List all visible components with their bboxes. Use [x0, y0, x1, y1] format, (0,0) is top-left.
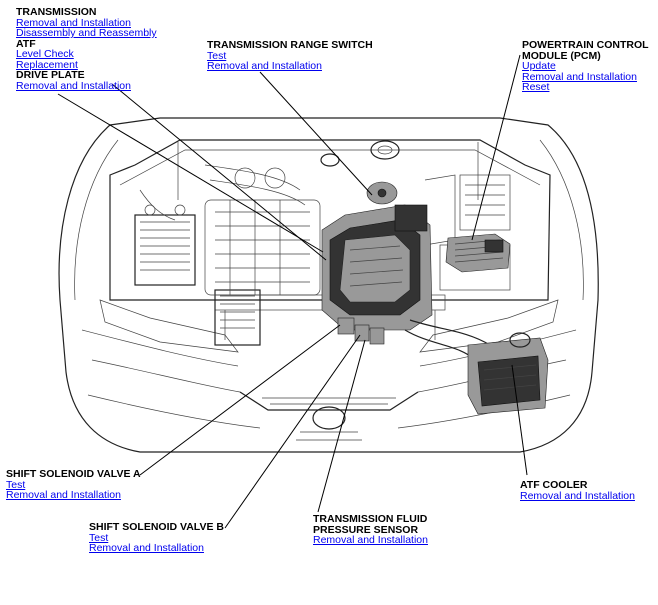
transmission-assembly [321, 181, 491, 361]
solenoid-b-test-link[interactable]: Test [89, 531, 109, 544]
atf-replacement-link[interactable]: Replacement [16, 58, 78, 71]
drive-plate-title: DRIVE PLATE [16, 69, 85, 81]
label-atf-cooler-group: ATF COOLER Removal and Installation [520, 480, 635, 501]
fluid-sensor-title-line1: TRANSMISSION FLUID [313, 513, 428, 525]
label-solenoid-a-group: SHIFT SOLENOID VALVE A Test Removal and … [6, 469, 141, 501]
atf-title: ATF [16, 37, 36, 50]
pcm-update-link[interactable]: Update [522, 60, 556, 72]
transmission-disassembly-link[interactable]: Disassembly and Reassembly [16, 27, 157, 39]
solenoid-b-title: SHIFT SOLENOID VALVE B [89, 521, 224, 533]
drive-plate-removal-link[interactable]: Removal and Installation [16, 79, 131, 92]
engine-bay-inner [109, 139, 551, 346]
pcm-removal-link[interactable]: Removal and Installation [522, 70, 637, 83]
atf-cooler-title: ATF COOLER [520, 479, 588, 491]
fluid-sensor-removal-link[interactable]: Removal and Installation [313, 534, 428, 546]
pcm-reset-link[interactable]: Reset [522, 81, 550, 93]
range-switch-removal-link[interactable]: Removal and Installation [207, 60, 322, 72]
label-transmission-group: TRANSMISSION Removal and Installation Di… [16, 7, 157, 91]
solenoid-a-removal-link[interactable]: Removal and Installation [6, 489, 121, 501]
solenoid-a-title: SHIFT SOLENOID VALVE A [6, 468, 141, 480]
solenoid-a-test-link[interactable]: Test [6, 478, 26, 491]
atf-level-check-link[interactable]: Level Check [16, 48, 74, 60]
pcm-title-line1: POWERTRAIN CONTROL [522, 39, 649, 51]
label-fluid-sensor-group: TRANSMISSION FLUID PRESSURE SENSOR Remov… [313, 514, 428, 546]
label-range-switch-group: TRANSMISSION RANGE SWITCH Test Removal a… [207, 40, 373, 72]
fluid-sensor-title-line2: PRESSURE SENSOR [313, 523, 419, 536]
transmission-title: TRANSMISSION [16, 6, 97, 18]
atf-cooler-drawing [467, 332, 549, 415]
atf-cooler-removal-link[interactable]: Removal and Installation [520, 489, 635, 502]
solenoid-b-removal-link[interactable]: Removal and Installation [89, 542, 204, 554]
label-solenoid-b-group: SHIFT SOLENOID VALVE B Test Removal and … [89, 522, 224, 554]
label-pcm-group: POWERTRAIN CONTROL MODULE (PCM) Update R… [522, 40, 649, 93]
pcm-title-line2: MODULE (PCM) [522, 49, 601, 62]
leader-lines [57, 54, 528, 529]
range-switch-title: TRANSMISSION RANGE SWITCH [207, 39, 373, 51]
range-switch-test-link[interactable]: Test [207, 49, 227, 62]
transmission-removal-link[interactable]: Removal and Installation [16, 16, 131, 29]
pcm-module-drawing [445, 233, 511, 273]
